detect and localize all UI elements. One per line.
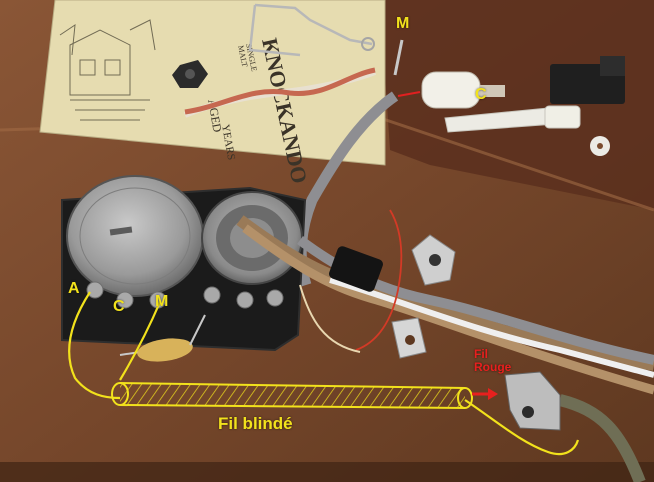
label-c-right: C xyxy=(475,86,487,103)
capacitor-c xyxy=(393,39,505,109)
plastic-rod xyxy=(444,105,581,133)
upper-panel xyxy=(380,0,654,210)
wire-to-jack xyxy=(464,399,580,456)
solder-lugs xyxy=(86,281,284,309)
wire-from-m xyxy=(119,301,162,381)
poster-drawing xyxy=(59,19,156,121)
label-fil-rouge-line2: Rouge xyxy=(474,360,512,374)
potentiometer-right xyxy=(201,191,303,285)
red-wire xyxy=(355,209,403,351)
poster-line3: MALT xyxy=(236,45,249,68)
output-jack xyxy=(504,371,561,431)
label-m-left: M xyxy=(155,293,169,310)
label-fil-blinde: Fil blindé xyxy=(218,414,293,433)
annotation-wires xyxy=(68,291,580,456)
metal-clip-lower xyxy=(391,317,427,359)
red-arrow-icon xyxy=(472,388,498,400)
label-m-top: M xyxy=(396,15,410,32)
wire-from-a xyxy=(68,291,121,400)
metal-clip-upper xyxy=(411,234,456,286)
wire-frame xyxy=(248,3,373,57)
label-fil-rouge: Fil Rouge xyxy=(474,348,511,374)
black-tape xyxy=(329,246,383,292)
board-bottom-edge xyxy=(0,462,654,482)
shielded-cable xyxy=(111,382,473,409)
tan-wire xyxy=(299,284,361,353)
black-switch xyxy=(550,56,625,104)
label-c-left: C xyxy=(113,298,125,315)
potentiometer-left xyxy=(66,175,204,297)
label-fil-rouge-line1: Fil xyxy=(474,347,488,361)
label-a: A xyxy=(68,280,80,297)
whisky-poster xyxy=(39,0,386,166)
twisted-wire-red xyxy=(184,67,376,115)
